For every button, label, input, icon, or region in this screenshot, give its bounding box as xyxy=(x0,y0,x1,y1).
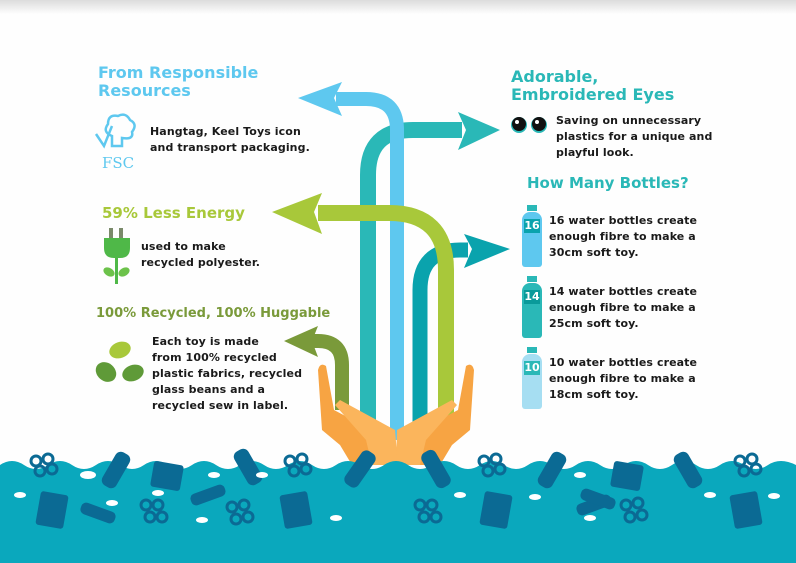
arrow-darkteal-bottles-head xyxy=(464,234,510,268)
water-bottle-icon: 14 xyxy=(522,276,542,338)
bottle-debris xyxy=(101,451,131,489)
water-bottle-icon: 10 xyxy=(522,347,542,409)
bag-debris xyxy=(279,491,313,529)
hands-graphic xyxy=(318,364,474,465)
bottle-item: 14 14 water bottles create enough fibre … xyxy=(522,276,722,340)
ring-debris xyxy=(29,452,763,526)
arrow-lime-energy xyxy=(318,205,454,420)
bottle-debris xyxy=(537,451,567,489)
bottle-count-label: 10 xyxy=(524,361,540,375)
bag-debris xyxy=(479,491,513,529)
responsible-title: From Responsible Resources xyxy=(98,63,259,101)
bottle-debris xyxy=(673,451,703,489)
bag-debris xyxy=(610,461,644,491)
bottle-debris xyxy=(421,449,451,489)
ocean-debris xyxy=(35,448,763,529)
top-shade xyxy=(0,0,796,14)
fsc-label: FSC xyxy=(102,154,135,172)
energy-text: used to make recycled polyester. xyxy=(141,240,261,269)
eyes-text: Saving on unnecessary plastics for a uni… xyxy=(556,114,713,159)
recycled-text: Each toy is made from 100% recycled plas… xyxy=(152,335,303,412)
water-bottle-icon: 16 xyxy=(522,205,542,267)
arrow-lime-energy-head xyxy=(272,193,322,234)
bag-debris xyxy=(35,491,69,529)
recycle-leaves-icon xyxy=(95,340,145,386)
bottle-debris xyxy=(80,502,116,524)
bottle-debris xyxy=(344,450,376,488)
bag-debris xyxy=(150,461,184,491)
bag-debris xyxy=(729,491,763,529)
arrow-teal-eyes-head xyxy=(458,112,500,150)
arrow-olive-recycled-head xyxy=(284,326,318,357)
bottles-title: How Many Bottles? xyxy=(527,174,689,192)
bottle-debris xyxy=(580,488,616,510)
sea-graphic xyxy=(0,448,796,563)
arrow-olive-recycled xyxy=(312,334,349,410)
bottle-debris xyxy=(190,484,226,506)
embroidered-eyes-icon xyxy=(510,115,550,135)
fish xyxy=(14,471,780,523)
plug-icon xyxy=(100,226,134,286)
bottle-count-label: 16 xyxy=(524,219,540,233)
recycled-title: 100% Recycled, 100% Huggable xyxy=(96,306,331,321)
fsc-icon: FSC xyxy=(94,112,142,176)
responsible-text: Hangtag, Keel Toys icon and transport pa… xyxy=(150,125,310,154)
bottle-item: 10 10 water bottles create enough fibre … xyxy=(522,347,722,411)
eyes-title: Adorable, Embroidered Eyes xyxy=(511,67,675,105)
arrow-darkteal-bottles xyxy=(412,242,468,430)
arrow-blue-responsible-head xyxy=(298,82,342,116)
arrow-blue-responsible xyxy=(336,92,404,440)
bottle-count-label: 14 xyxy=(524,290,540,304)
bottle-item: 16 16 water bottles create enough fibre … xyxy=(522,205,722,269)
energy-title: 59% Less Energy xyxy=(102,204,245,222)
arrow-teal-eyes xyxy=(360,122,462,440)
bottle-debris xyxy=(233,448,263,486)
